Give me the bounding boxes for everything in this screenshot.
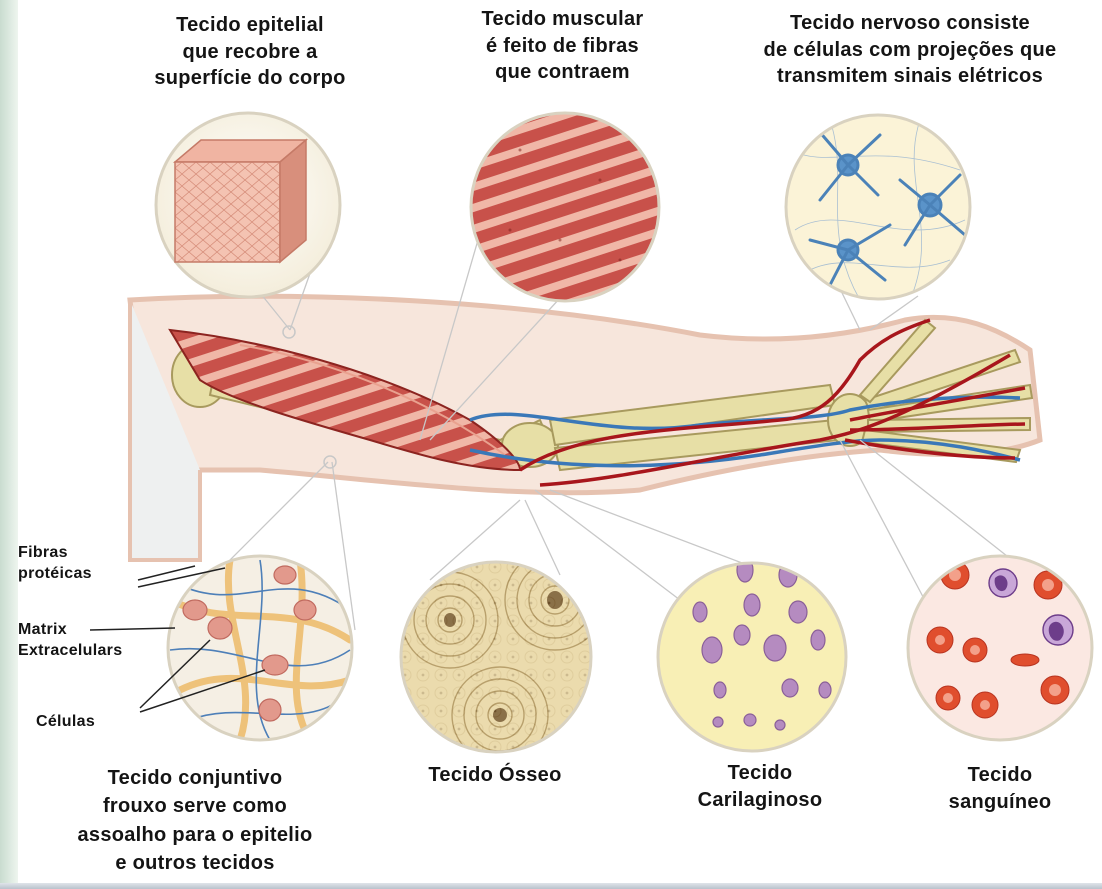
muscle-tissue-circle — [471, 113, 659, 301]
cells-label: Células — [36, 712, 136, 733]
nervous-tissue-label: Tecido nervoso consiste de células com p… — [720, 10, 1100, 90]
connective-tissue-label: Tecido conjuntivo frouxo serve como asso… — [30, 764, 360, 878]
bottom-border — [0, 883, 1102, 889]
bone-tissue-circle — [401, 550, 605, 763]
arm-illustration — [130, 296, 1040, 560]
blood-tissue-label: Tecido sanguíneo — [905, 762, 1095, 815]
epithelial-tissue-label: Tecido epitelial que recobre a superfíci… — [120, 12, 380, 92]
cartilage-tissue-label: Tecido Carilaginoso — [660, 760, 860, 813]
connective-tissue-circle — [168, 556, 352, 740]
bone-tissue-label: Tecido Ósseo — [395, 762, 595, 789]
cartilage-tissue-circle — [658, 558, 846, 751]
muscular-tissue-label: Tecido muscular é feito de fibras que co… — [440, 6, 685, 86]
extracellular-matrix-label: Matrix Extracelulars — [18, 620, 168, 662]
protein-fibers-label: Fibras protéicas — [18, 543, 138, 585]
blood-tissue-circle — [908, 556, 1092, 745]
epithelial-tissue-circle — [156, 113, 340, 297]
nervous-tissue-circle — [786, 115, 970, 300]
